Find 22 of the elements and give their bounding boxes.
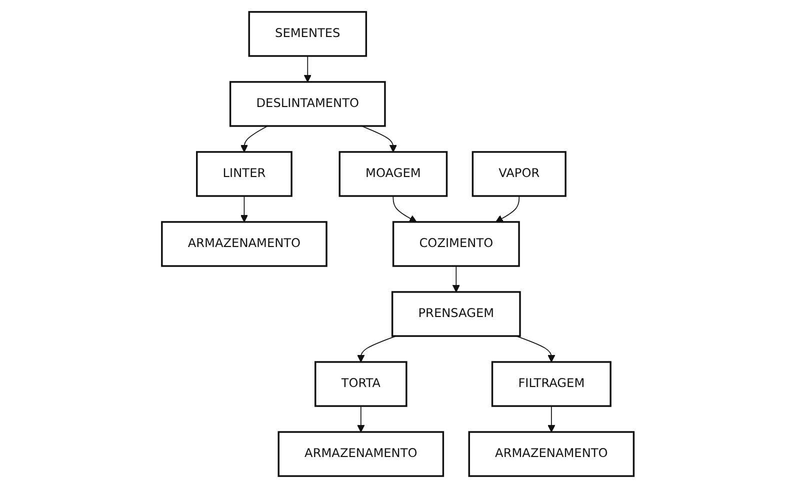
arrow [356,406,364,432]
arrow [240,126,268,152]
node-box: ARMAZENAMENTO [160,221,328,267]
node-box: DESLINTAMENTO [229,81,386,127]
node-box: MOAGEM [338,151,448,197]
arrow [452,266,460,292]
arrow [392,196,417,222]
arrow [304,56,312,82]
arrow [547,406,555,432]
node-box: ARMAZENAMENTO [468,431,634,477]
arrow [515,336,555,362]
node-box: ARMAZENAMENTO [277,431,444,477]
node-box: COZIMENTO [392,221,520,267]
node-box: FILTRAGEM [491,361,612,407]
node-box: SEMENTES [248,11,367,57]
arrow [240,196,248,222]
node-box: TORTA [314,361,407,407]
node-box: VAPOR [472,151,566,197]
arrow [356,336,396,362]
arrow [495,196,520,222]
node-box: PRENSAGEM [391,291,521,337]
node-box: LINTER [196,151,292,197]
